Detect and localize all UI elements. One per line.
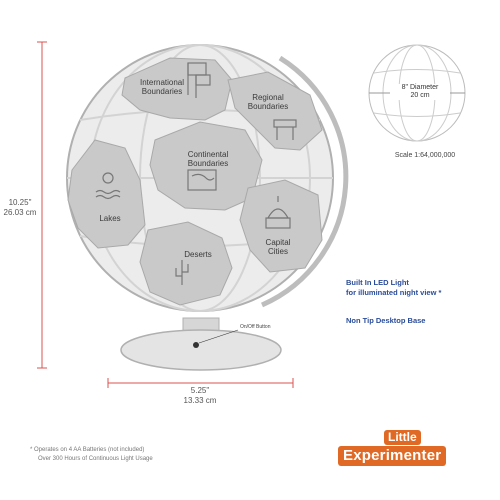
battery-footnote: * Operates on 4 AA Batteries (not includ… — [30, 447, 153, 462]
width-dimension-line — [107, 378, 294, 388]
continent-continental — [149, 121, 263, 211]
continent-regional — [227, 71, 323, 151]
on-off-button-icon — [193, 342, 199, 348]
capitol-icon — [265, 196, 291, 229]
flag-icon — [187, 62, 211, 98]
continent-deserts — [139, 221, 233, 306]
scale-text: Scale 1:64,000,000 — [394, 152, 456, 159]
feature-led-light: Built In LED Light for illuminated night… — [346, 278, 442, 297]
label-lakes: Lakes — [99, 214, 121, 223]
width-dimension-text: 5.25"13.33 cm — [183, 386, 217, 405]
cactus-icon — [175, 260, 189, 285]
globe-stand-arc — [260, 55, 349, 308]
on-off-label: On/Off Button — [240, 324, 271, 330]
continent-international — [121, 57, 233, 121]
continent-lakes — [67, 139, 146, 249]
sun-water-icon — [95, 172, 121, 200]
height-dimension-line — [37, 41, 47, 369]
continent-capital — [239, 179, 323, 273]
feature-non-tip-base: Non Tip Desktop Base — [346, 316, 426, 325]
barrier-icon — [273, 119, 297, 140]
globe-stand-base — [120, 329, 282, 371]
brand-logo: Little Experimenter — [338, 430, 488, 478]
height-dimension-text: 10.25"26.03 cm — [3, 198, 37, 217]
label-deserts: Deserts — [184, 250, 212, 259]
map-icon — [187, 169, 217, 191]
